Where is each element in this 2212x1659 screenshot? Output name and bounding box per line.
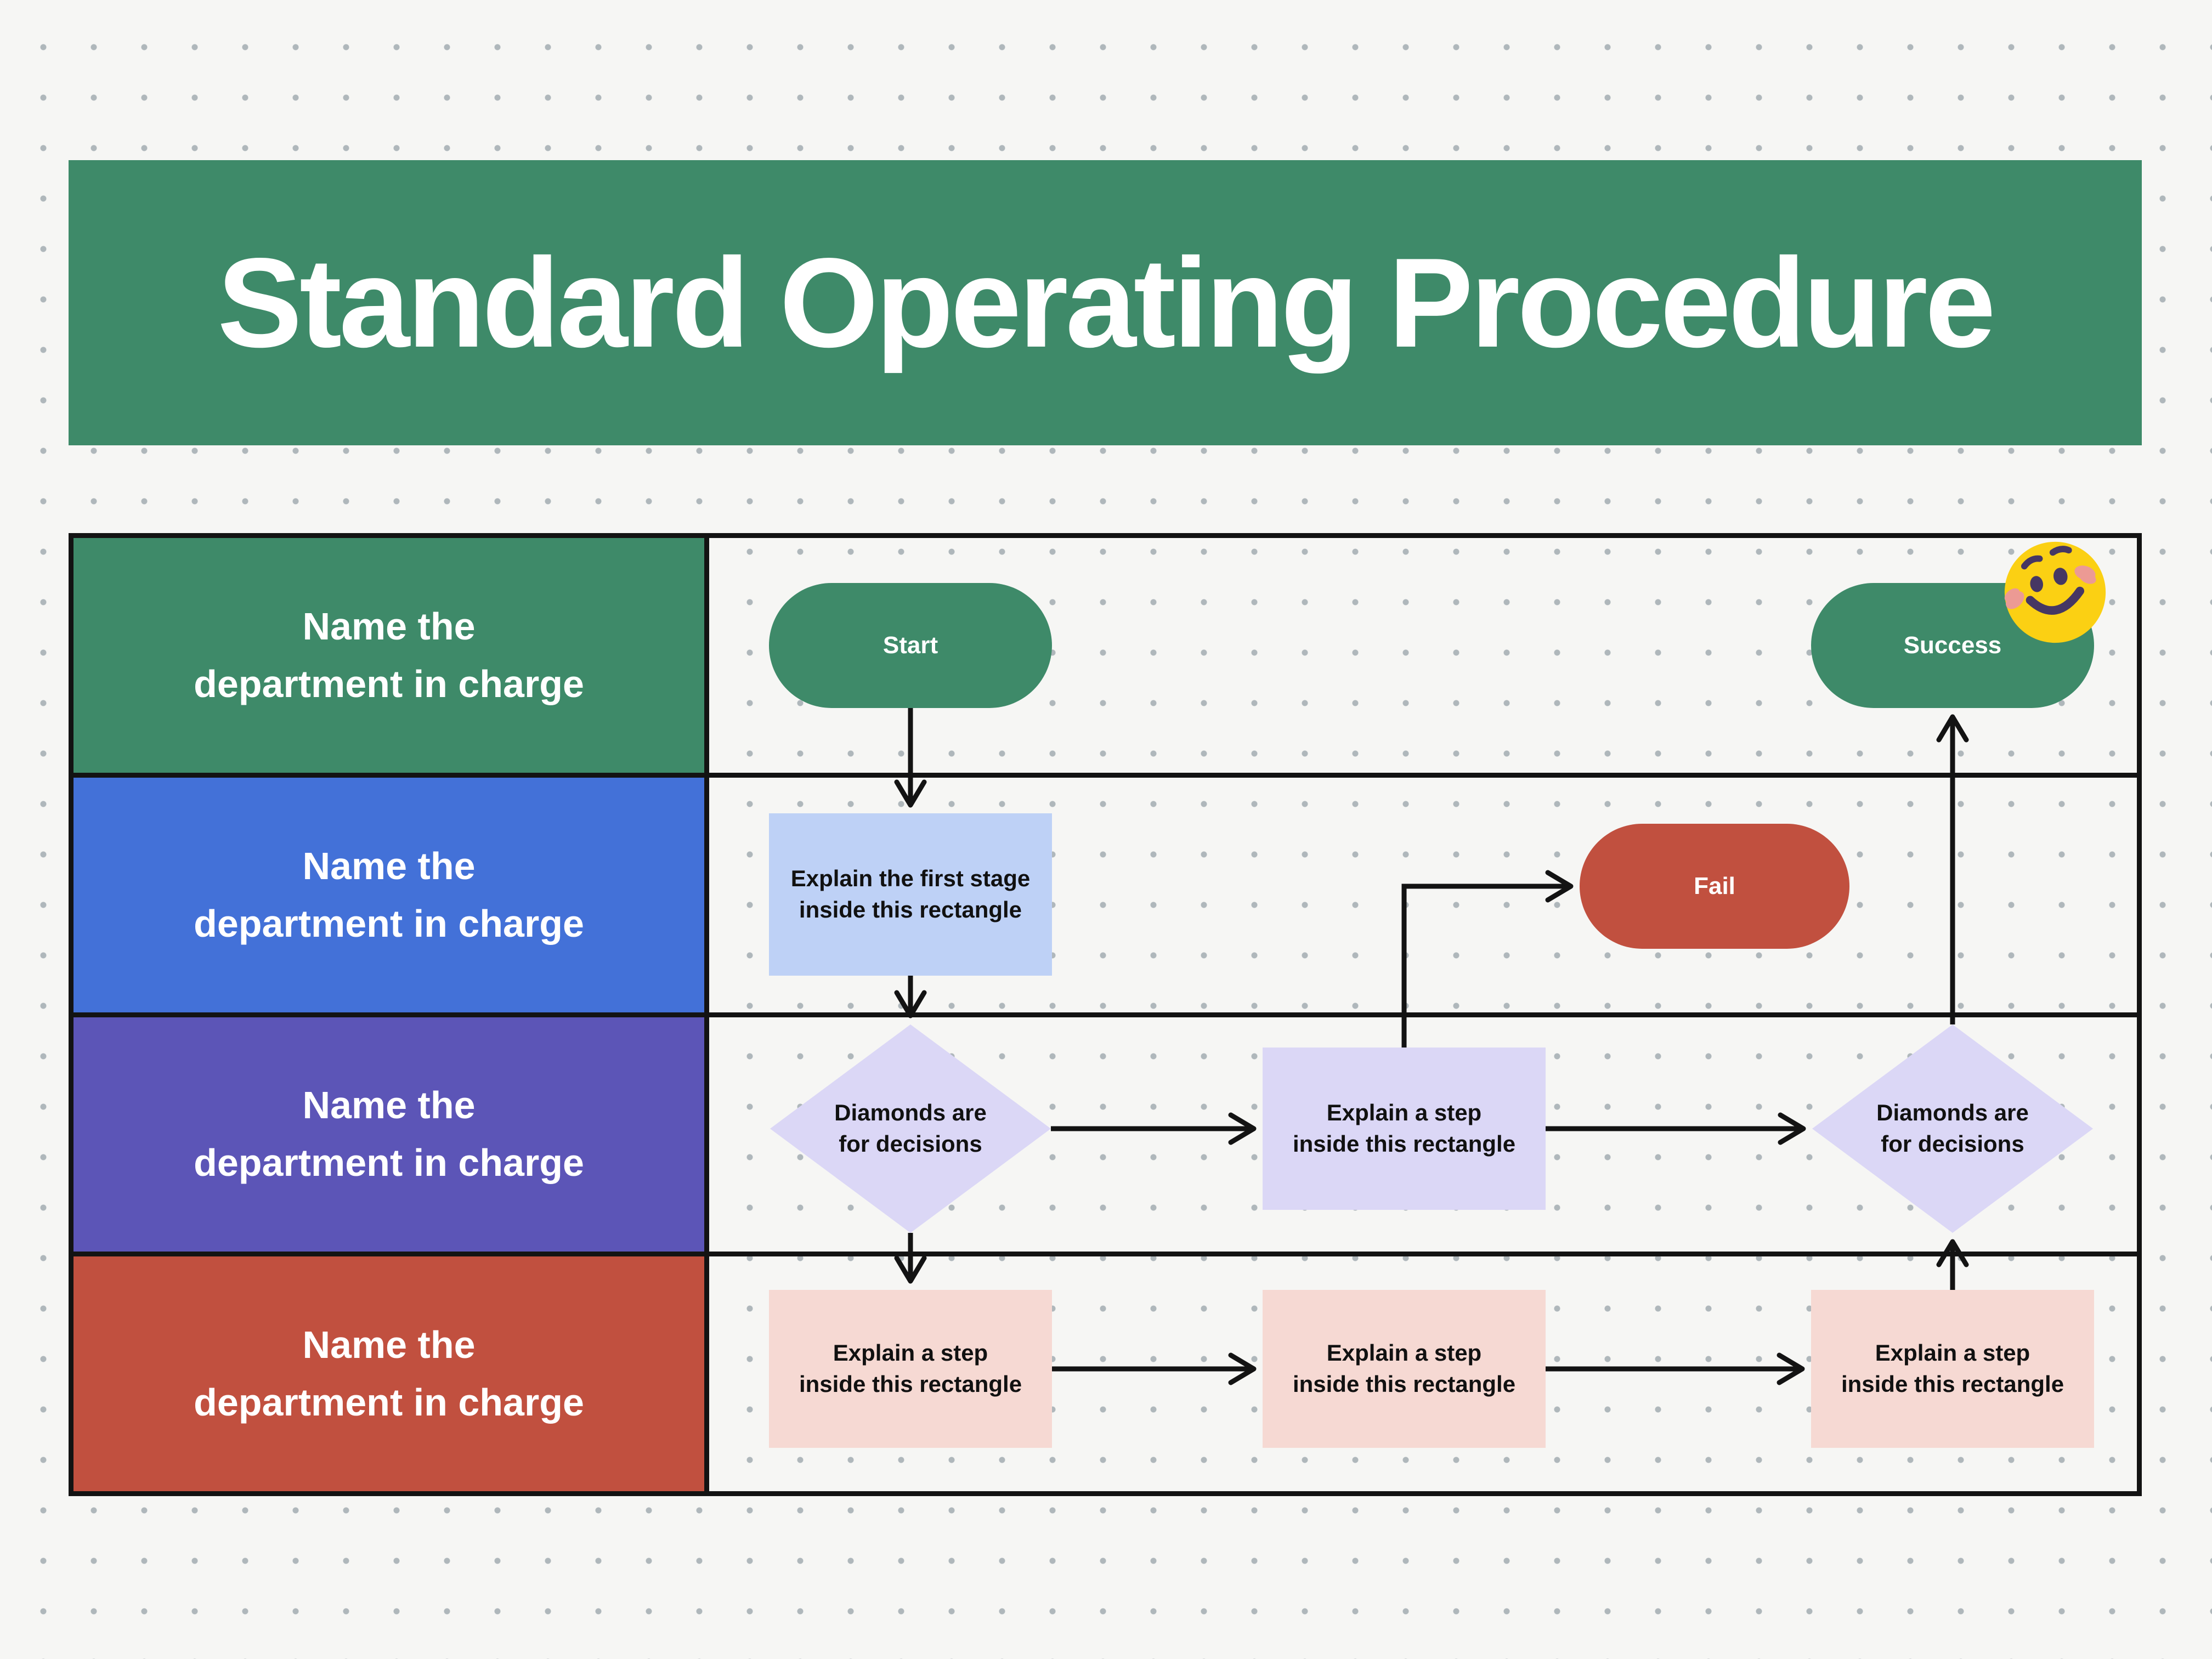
smiley-face-sticker[interactable] [2001,539,2109,646]
smiley-right-blush2-icon [2079,571,2096,584]
start-node[interactable]: Start [769,583,1052,708]
connector-step-mid-to-fail [1401,870,1574,1048]
smiley-right-eye-icon [2053,568,2068,585]
title-banner: Standard Operating Procedure [69,160,2142,445]
smiley-left-blush2-icon [2004,588,2020,602]
smiley-left-brow-icon [2021,555,2043,570]
smiley-left-eye-icon [2030,576,2044,592]
smiley-smile-icon [2026,586,2085,615]
smiley-right-brow-icon [2049,546,2072,556]
fail-node[interactable]: Fail [1580,824,1849,949]
page-title: Standard Operating Procedure [217,231,1996,374]
